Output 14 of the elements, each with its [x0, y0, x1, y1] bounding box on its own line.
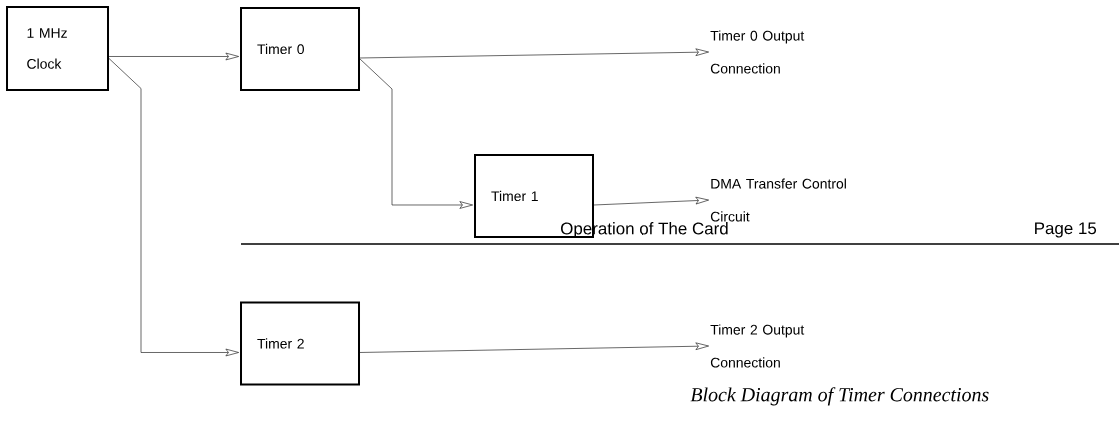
arrow [593, 196, 709, 206]
timer-box: Timer 0 [240, 7, 360, 91]
output-label: Timer 0 Output Connection [710, 30, 805, 74]
caption: Block Diagram of Timer Connections [690, 387, 989, 406]
output-label: DMA Transfer Control Circuit [710, 178, 846, 222]
page-number: Page 15 [1035, 222, 1097, 238]
arrow [359, 48, 709, 59]
output-label: Timer 2 Output Connection [710, 324, 805, 368]
timer-box: Timer 2 [240, 301, 360, 386]
arrow [359, 342, 709, 353]
arrow [108, 52, 239, 61]
clock-box: 1 MHz Clock [6, 6, 109, 91]
arrow [359, 58, 473, 209]
arrow [108, 58, 239, 357]
